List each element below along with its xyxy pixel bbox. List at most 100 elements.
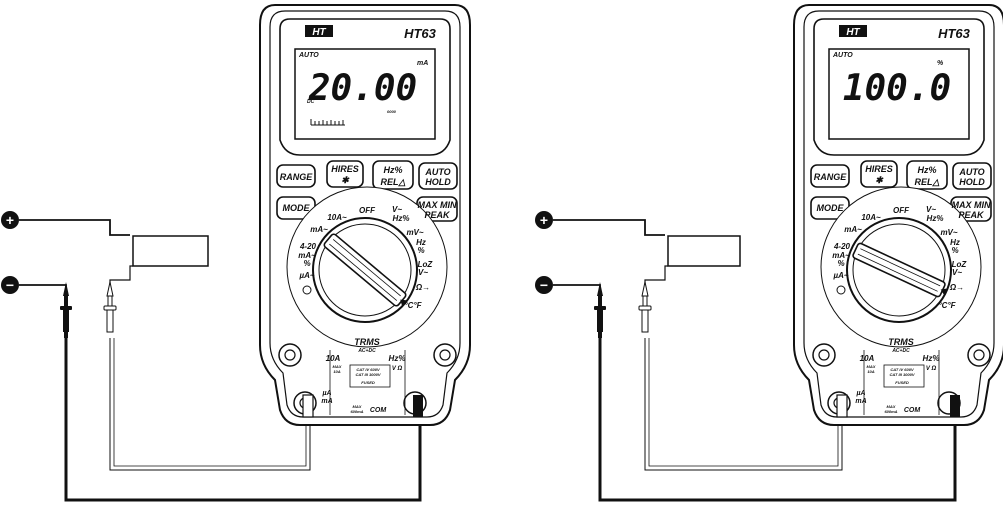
acdc-label: AC+DC xyxy=(357,348,376,354)
auto-button[interactable]: AUTO xyxy=(424,167,450,177)
term-ma: mA xyxy=(321,398,332,405)
multimeter-right: HT HT63 AUTO 100.0 % RANGE HIRES ✱ Hz% R… xyxy=(793,4,1003,426)
svg-text:%: % xyxy=(417,246,424,255)
svg-text:%: % xyxy=(303,259,310,268)
hires-button[interactable]: HIRES xyxy=(331,164,359,174)
svg-text:+: + xyxy=(540,212,548,228)
lcd-dc: DC xyxy=(307,99,315,105)
lcd-reading: 20.00 xyxy=(308,68,417,109)
brand-logo: HT xyxy=(312,27,326,38)
plus-wire xyxy=(19,219,130,236)
lightbulb-icon xyxy=(302,285,312,295)
hold-button[interactable]: HOLD xyxy=(425,177,451,187)
svg-text:V~: V~ xyxy=(926,205,936,214)
svg-text:µA~: µA~ xyxy=(832,271,848,280)
svg-text:+: + xyxy=(6,212,14,228)
term-com: COM xyxy=(370,407,387,414)
black-probe xyxy=(60,282,72,338)
source-plus-terminal: + xyxy=(535,211,553,229)
black-probe xyxy=(594,282,606,338)
maxmin-button[interactable]: MAX MIN xyxy=(418,200,457,210)
lcd-reading: 100.0 xyxy=(843,68,951,109)
svg-text:4-20: 4-20 xyxy=(833,242,851,251)
source-minus-terminal: − xyxy=(535,276,553,294)
rotary-dial-labels: OFF 10A~ mA~ 4-20 mA~ % µA~ V~ Hz% mV~ H… xyxy=(298,205,433,310)
svg-text:mV~: mV~ xyxy=(940,228,957,237)
black-lead xyxy=(64,338,422,502)
svg-text:Hz%: Hz% xyxy=(927,214,944,223)
lcd-unit: mA xyxy=(417,60,428,67)
load-box xyxy=(132,235,209,267)
red-plug xyxy=(302,394,314,418)
svg-text:OFF: OFF xyxy=(893,206,910,215)
lcd-auto: AUTO xyxy=(832,52,853,59)
term-10a: 10A xyxy=(326,354,341,363)
plus-wire xyxy=(553,219,665,236)
source-plus-terminal: + xyxy=(1,211,19,229)
black-plug xyxy=(413,395,423,417)
rotary-knob[interactable] xyxy=(852,242,949,299)
svg-text:Hz%: Hz% xyxy=(393,214,410,223)
hold-button[interactable]: HOLD xyxy=(959,177,985,187)
mode-button[interactable]: MODE xyxy=(283,203,311,213)
term-10a-value: 10A xyxy=(333,369,340,374)
rotary-knob[interactable] xyxy=(323,233,410,310)
trms-label: TRMS xyxy=(888,337,914,347)
svg-text:10A~: 10A~ xyxy=(861,213,881,222)
rel-button[interactable]: REL△ xyxy=(381,177,406,187)
hz-button[interactable]: Hz% xyxy=(917,165,936,175)
red-probe xyxy=(638,281,652,333)
term-ma-value: 600mA xyxy=(884,409,897,414)
model-label: HT63 xyxy=(404,26,437,41)
multimeter-left: HT HT63 AUTO DC 20.00 mA 0000 RANGE xyxy=(259,4,471,426)
cat-rating-1: CAT IV 600V xyxy=(890,367,914,372)
hz-button[interactable]: Hz% xyxy=(383,165,402,175)
svg-text:%: % xyxy=(951,246,958,255)
term-vohm: V Ω xyxy=(926,366,937,372)
svg-text:V~: V~ xyxy=(392,205,402,214)
term-ma-value: 600mA xyxy=(350,409,363,414)
svg-text:mA~: mA~ xyxy=(844,225,862,234)
mode-button[interactable]: MODE xyxy=(817,203,845,213)
load-box xyxy=(667,235,741,267)
svg-text:−: − xyxy=(6,277,14,293)
rel-button[interactable]: REL△ xyxy=(915,177,940,187)
term-10a-max: MAX xyxy=(333,364,342,369)
cat-rating-2: CAT III 1000V xyxy=(355,372,380,377)
term-hzpct: Hz% xyxy=(923,354,940,363)
black-lead xyxy=(598,338,957,502)
svg-text:OFF: OFF xyxy=(359,206,376,215)
left-scene: + − HT HT63 AUTO xyxy=(1,4,471,502)
lcd-unit: % xyxy=(937,60,944,67)
hires-button[interactable]: HIRES xyxy=(865,164,893,174)
minus-wire xyxy=(553,284,601,296)
svg-text:mV~: mV~ xyxy=(406,228,423,237)
lcd-bargraph xyxy=(310,119,345,126)
model-label: HT63 xyxy=(938,26,971,41)
svg-text:Ω→: Ω→ xyxy=(949,283,964,292)
svg-text:V~: V~ xyxy=(952,268,962,277)
range-button[interactable]: RANGE xyxy=(280,172,313,182)
maxmin-button[interactable]: MAX MIN xyxy=(952,200,991,210)
peak-button[interactable]: PEAK xyxy=(424,210,451,220)
term-ua: µA xyxy=(855,390,865,397)
svg-text:LoZ: LoZ xyxy=(418,260,434,269)
lcd-small-digits: 0000 xyxy=(387,109,397,114)
auto-button[interactable]: AUTO xyxy=(958,167,984,177)
fused-label: FUSED xyxy=(361,380,375,385)
red-lead xyxy=(644,338,843,471)
term-10a: 10A xyxy=(860,354,875,363)
svg-text:mA~: mA~ xyxy=(832,251,850,260)
term-10a-max: MAX xyxy=(867,364,876,369)
acdc-label: AC+DC xyxy=(891,348,910,354)
lightbulb-icon xyxy=(836,285,846,295)
peak-button[interactable]: PEAK xyxy=(958,210,985,220)
trms-label: TRMS xyxy=(354,337,380,347)
cat-rating-1: CAT IV 600V xyxy=(356,367,380,372)
term-com: COM xyxy=(904,407,921,414)
fused-label: FUSED xyxy=(895,380,909,385)
term-ma: mA xyxy=(855,398,866,405)
light-icon: ✱ xyxy=(875,175,884,185)
range-button[interactable]: RANGE xyxy=(814,172,847,182)
